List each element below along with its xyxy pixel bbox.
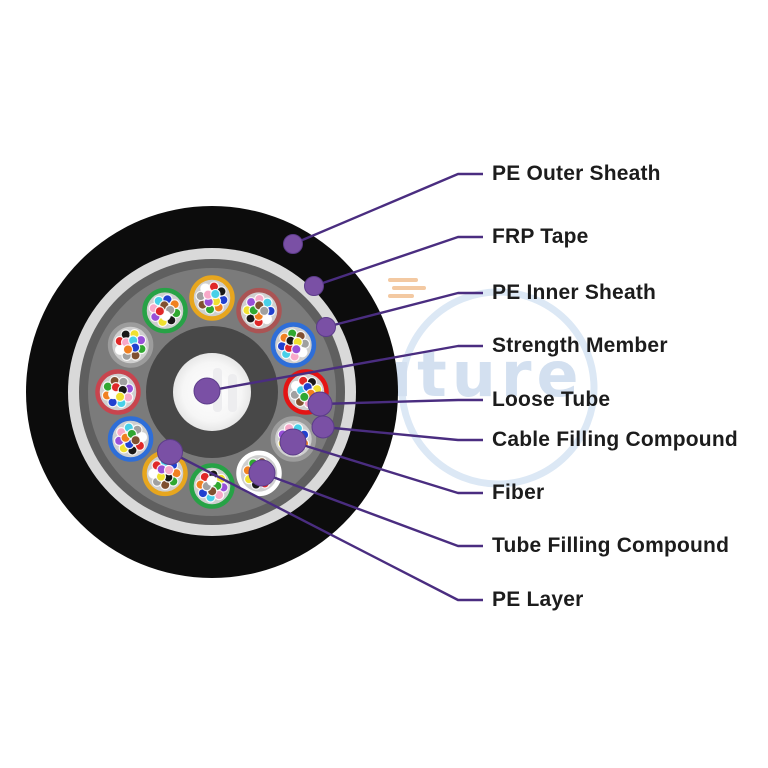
fiber-dot: [163, 464, 175, 476]
callout-line-frp-tape: [313, 235, 483, 288]
fiber-dot: [291, 344, 302, 355]
callout-line-pe-inner-sheath: [325, 291, 483, 329]
callout-dot-pe-inner-sheath: [316, 317, 336, 337]
loose-tube-11: [142, 287, 188, 334]
fiber-dot: [122, 344, 134, 355]
callout-line-pe-outer-sheath: [292, 172, 483, 246]
callout-dot-pe-outer-sheath: [283, 234, 303, 254]
callout-dot-pe-layer: [157, 439, 183, 465]
fiber-dot: [154, 306, 166, 317]
callouts: [157, 172, 483, 602]
watermark-circle: [398, 288, 598, 488]
callout-line-tube-filling-compound: [261, 471, 483, 548]
fiber-dot: [206, 475, 218, 487]
fiber-dot: [114, 391, 126, 402]
callout-dot-tube-filling-compound: [248, 459, 276, 487]
callout-dot-fiber: [279, 428, 307, 456]
callout-dot-strength-member: [193, 377, 221, 405]
watermark-stripe: [392, 286, 426, 290]
callout-dot-loose-tube: [307, 391, 333, 417]
callout-dot-frp-tape: [304, 276, 324, 296]
callout-line-fiber: [292, 440, 483, 495]
callout-line-loose-tube: [319, 398, 483, 406]
loose-tube-9: [95, 369, 141, 415]
fiber-dot: [210, 288, 221, 300]
callout-line-cable-filling-compound: [322, 425, 483, 442]
fiber-dot: [299, 391, 310, 403]
loose-tube-0: [189, 275, 235, 321]
watermark-bleed: [228, 374, 237, 412]
loose-tube-1: [236, 287, 282, 334]
loose-tube-7: [142, 450, 188, 497]
callout-line-strength-member: [206, 344, 483, 393]
loose-tube-6: [189, 463, 235, 509]
watermark-stripe: [388, 278, 418, 282]
loose-tube-2: [270, 322, 317, 368]
callout-line-pe-layer: [169, 450, 483, 602]
fiber-dot: [258, 305, 270, 317]
callout-dot-cable-filling-compound: [311, 415, 335, 439]
fiber-dot: [130, 435, 141, 446]
loose-tube-10: [107, 322, 154, 368]
loose-tubes: [95, 275, 329, 509]
loose-tube-8: [107, 416, 154, 462]
watermark-stripe: [388, 294, 414, 298]
